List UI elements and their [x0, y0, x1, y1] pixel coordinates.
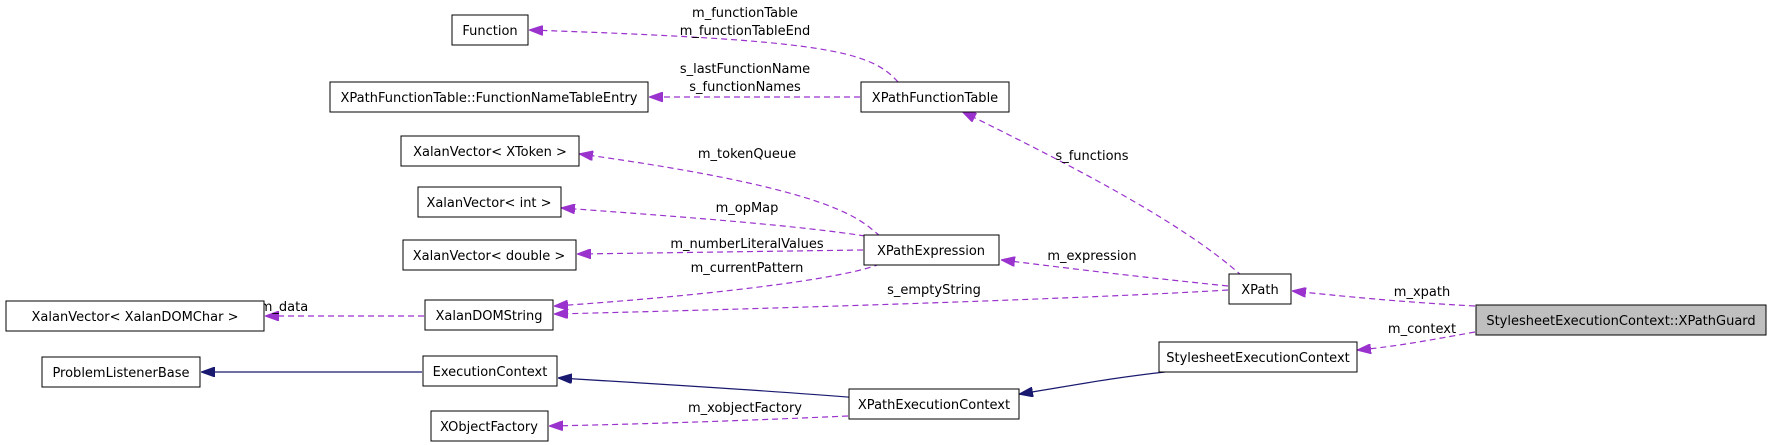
label-m-xobject-factory: m_xobjectFactory [688, 401, 802, 416]
edge-xpath-to-expression [1002, 260, 1229, 287]
svg-text:XalanVector< double >: XalanVector< double > [413, 249, 565, 264]
label-m-op-map: m_opMap [716, 201, 779, 216]
label-m-number-literal-values: m_numberLiteralValues [670, 237, 823, 252]
label-m-token-queue: m_tokenQueue [698, 147, 796, 162]
node-xalan-dom-string[interactable]: XalanDOMString [424, 299, 554, 331]
label-s-empty-string: s_emptyString [887, 283, 981, 298]
edge-xpath-to-domstring [555, 289, 1229, 314]
label-m-function-table: m_functionTable [692, 6, 798, 21]
node-function-name-table-entry[interactable]: XPathFunctionTable::FunctionNameTableEnt… [329, 81, 649, 113]
edge-xpath-exec-inherits-execution-context [559, 378, 861, 399]
label-m-context: m_context [1388, 322, 1456, 337]
svg-text:StylesheetExecutionContext::XP: StylesheetExecutionContext::XPathGuard [1486, 314, 1755, 329]
node-xalan-vector-xtoken[interactable]: XalanVector< XToken > [400, 135, 580, 167]
svg-text:Function: Function [462, 24, 517, 39]
svg-text:XalanVector< XalanDOMChar >: XalanVector< XalanDOMChar > [32, 310, 239, 325]
label-m-function-table-end: m_functionTableEnd [680, 24, 811, 39]
edge-stylesheet-inherits-xpath-exec [1020, 371, 1166, 394]
edge-function-table-to-function [530, 30, 899, 83]
svg-text:XPathExpression: XPathExpression [877, 244, 985, 259]
node-xalan-vector-domchar[interactable]: XalanVector< XalanDOMChar > [5, 300, 265, 332]
edges [202, 30, 1476, 426]
svg-text:StylesheetExecutionContext: StylesheetExecutionContext [1166, 351, 1349, 366]
label-m-data: m_data [260, 300, 308, 315]
svg-text:XalanVector< XToken >: XalanVector< XToken > [413, 145, 567, 160]
label-s-functions: s_functions [1055, 149, 1128, 164]
svg-text:XPath: XPath [1241, 283, 1278, 298]
edge-expression-to-domstring [555, 263, 881, 306]
label-s-function-names: s_functionNames [689, 80, 801, 95]
edge-expression-to-double-vector [578, 250, 864, 254]
node-execution-context[interactable]: ExecutionContext [422, 355, 558, 387]
edge-xpath-exec-to-xobject-factory [550, 415, 849, 426]
edge-expression-to-xtoken-vector [580, 154, 881, 237]
svg-text:XObjectFactory: XObjectFactory [440, 420, 538, 435]
node-stylesheet-execution-context[interactable]: StylesheetExecutionContext [1158, 341, 1358, 373]
node-xpath-guard[interactable]: StylesheetExecutionContext::XPathGuard [1475, 304, 1767, 336]
svg-text:XPathExecutionContext: XPathExecutionContext [858, 398, 1010, 413]
svg-text:XPathFunctionTable: XPathFunctionTable [872, 91, 998, 106]
node-xobject-factory[interactable]: XObjectFactory [430, 410, 549, 442]
edge-guard-to-stylesheet-context [1358, 331, 1476, 350]
node-xalan-vector-int[interactable]: XalanVector< int > [417, 186, 562, 218]
label-m-xpath: m_xpath [1394, 285, 1450, 300]
label-m-current-pattern: m_currentPattern [691, 261, 804, 276]
node-xpath-expression[interactable]: XPathExpression [863, 234, 1000, 266]
node-xpath[interactable]: XPath [1228, 273, 1292, 305]
svg-text:ProblemListenerBase: ProblemListenerBase [52, 366, 189, 381]
label-s-last-function-name: s_lastFunctionName [680, 62, 810, 77]
node-function[interactable]: Function [451, 14, 529, 46]
node-xpath-function-table[interactable]: XPathFunctionTable [860, 81, 1010, 113]
node-xpath-execution-context[interactable]: XPathExecutionContext [848, 388, 1020, 420]
svg-text:XalanVector< int >: XalanVector< int > [426, 196, 551, 211]
edge-labels: m_functionTable m_functionTableEnd s_las… [260, 6, 1456, 416]
edge-xpath-to-function-table [963, 112, 1243, 277]
edge-guard-to-xpath [1293, 291, 1476, 307]
svg-text:XalanDOMString: XalanDOMString [436, 309, 543, 324]
label-m-expression: m_expression [1047, 249, 1136, 264]
node-problem-listener-base[interactable]: ProblemListenerBase [41, 356, 201, 388]
svg-text:XPathFunctionTable::FunctionNa: XPathFunctionTable::FunctionNameTableEnt… [341, 91, 638, 106]
edge-expression-to-int-vector [562, 208, 866, 237]
svg-text:ExecutionContext: ExecutionContext [433, 365, 548, 380]
node-xalan-vector-double[interactable]: XalanVector< double > [402, 239, 577, 271]
